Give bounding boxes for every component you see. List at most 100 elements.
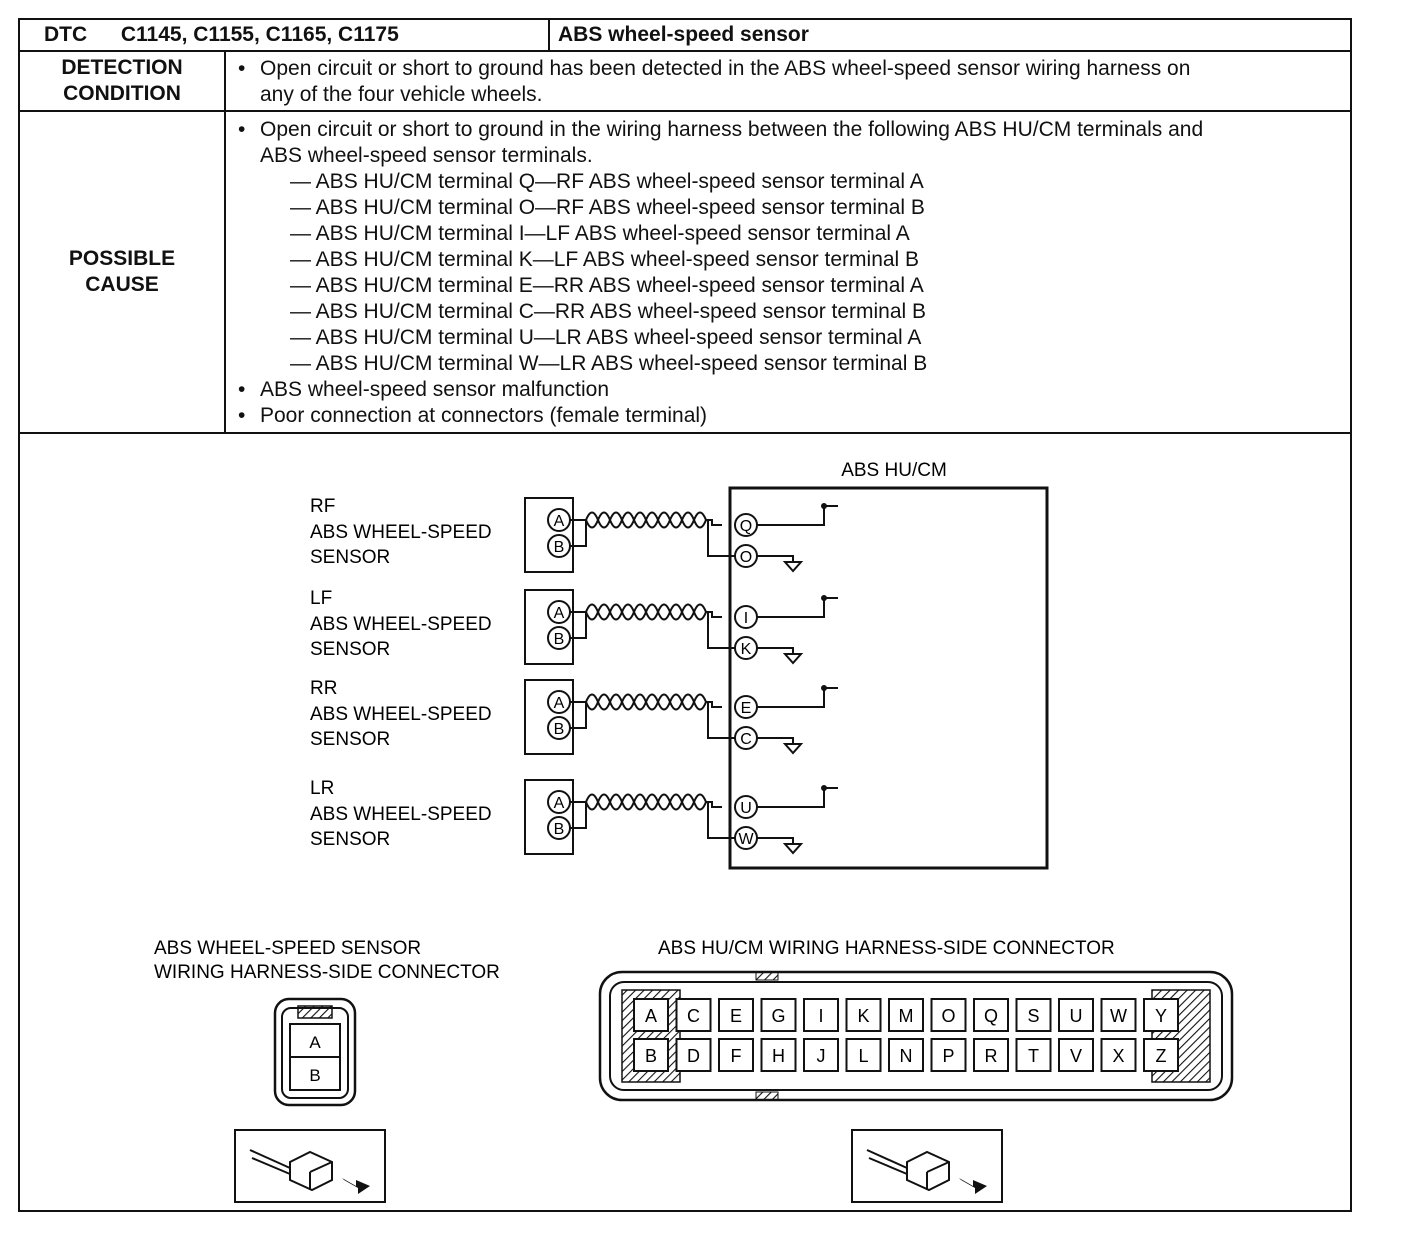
connector-pin-cell [1015,998,1052,1032]
connector-pin-label: G [771,1006,785,1026]
cause-item: — ABS HU/CM terminal O—RF ABS wheel-spee… [290,196,925,219]
sensor-pin-a-label: A [554,695,565,712]
module-terminal-b-label: K [741,641,752,658]
signal-line [757,787,838,808]
possible-cause-label-line2: CAUSE [85,273,159,296]
sensor-box [524,497,574,573]
cause-item: — ABS HU/CM terminal U—LR ABS wheel-spee… [290,326,922,349]
junction-dot [821,595,827,601]
sensor-pos-label: RR [310,678,337,699]
sensor-connector-title-line1: ABS WHEEL-SPEED SENSOR [154,938,421,959]
module-terminal-b-label: O [740,549,752,566]
header-row: DTC C1145, C1155, C1165, C1175 ABS wheel… [20,20,1350,52]
connector-pin-label: I [818,1006,823,1026]
sensor-group-lr: LR ABS WHEEL-SPEED SENSOR A B U W [310,778,838,855]
twisted-pair-wire [570,693,738,739]
detection-text-line1: Open circuit or short to ground has been… [260,57,1191,80]
detection-label-line2: CONDITION [63,82,181,105]
module-terminal-a-label: I [744,610,748,627]
dtc-label: DTC [44,23,88,46]
ground-icon [757,555,804,573]
connector-pin-label: Z [1156,1046,1167,1066]
connector-pin-cell [1100,1038,1137,1072]
cause-item: — ABS HU/CM terminal I—LF ABS wheel-spee… [290,222,910,245]
twisted-pair-wire [570,603,738,649]
sensor-name-line: ABS WHEEL-SPEED [310,704,492,725]
sensor-pin-a-label: A [554,605,565,622]
connector-pin-cell [930,998,967,1032]
module-terminal-a-label: U [740,800,752,817]
sensor-box [524,679,574,755]
connector-pin-label: J [817,1046,826,1066]
ground-icon [757,737,804,755]
connector-pin-cell [888,1038,924,1072]
connector-pin-label: T [1028,1046,1039,1066]
connector-pin-label: U [1070,1006,1083,1026]
cause-bullet-3: Poor connection at connectors (female te… [226,403,1342,429]
abs-hucm-module [728,486,1049,870]
cause-intro-line1: Open circuit or short to ground in the w… [260,118,1204,141]
possible-cause-text: Open circuit or short to ground in the w… [226,112,1350,432]
sensor-pin-b-label: B [554,721,565,738]
sensor-pin-a-label: A [554,513,565,530]
connector-pin-cell [633,998,669,1032]
connector-pin-label: Q [984,1006,998,1026]
connector-pin-cell [718,998,754,1032]
twisted-pair-wire [570,793,738,839]
sensor-name-line: SENSOR [310,639,390,660]
harness-connector-view-icon [234,1129,386,1203]
connector-pin-cell [675,1038,712,1072]
sensor-connector-title-line2: WIRING HARNESS-SIDE CONNECTOR [154,962,500,983]
cause-item: — ABS HU/CM terminal Q—RF ABS wheel-spee… [290,170,924,193]
connector-pin-cell [888,998,924,1032]
cause-item: — ABS HU/CM terminal K—LF ABS wheel-spee… [290,248,920,271]
connector-pin-label: R [985,1046,998,1066]
detection-label-line1: DETECTION [61,56,183,79]
possible-cause-row: POSSIBLE CAUSE Open circuit or short to … [20,112,1350,434]
connector-pin-label: E [730,1006,742,1026]
connector-pin-cell [633,1038,669,1072]
connector-pin-cell [845,998,882,1032]
signal-line [757,597,838,618]
connector-pin-label: H [772,1046,785,1066]
junction-dot [821,785,827,791]
sensor-connector-face: A B [273,997,357,1107]
connector-pin-cell [973,1038,1009,1072]
sensor-box [524,589,574,665]
hucm-connector-view-icon [851,1129,1003,1203]
connector-pin-label: N [900,1046,913,1066]
sensor-name-line: ABS WHEEL-SPEED [310,522,492,543]
detection-bullet: Open circuit or short to ground has been… [226,56,1342,108]
module-label: ABS HU/CM [841,460,947,481]
sensor-pos-label: LR [310,778,334,799]
connector-pin-label: P [942,1046,954,1066]
connector-pin-cell [1058,998,1094,1032]
connector-pin-cell [1100,998,1137,1032]
connector-pin-cell [1015,1038,1052,1072]
connector-pin-cell [760,998,797,1032]
connector-pin-cell [930,1038,967,1072]
sensor-pin-b-label: B [554,631,565,648]
hucm-connector-title: ABS HU/CM WIRING HARNESS-SIDE CONNECTOR [658,938,1115,959]
sensor-pos-label: RF [310,496,335,517]
sensor-pin-a-label: A [554,795,565,812]
sensor-group-lf: LF ABS WHEEL-SPEED SENSOR A B I K [310,588,838,665]
sensor-connector-pin-b: B [309,1066,320,1085]
sensor-pos-label: LF [310,588,332,609]
connector-pin-label: O [941,1006,955,1026]
sensor-connector-pin-a: A [309,1033,321,1052]
signal-line [757,687,838,708]
wiring-diagram: ABS HU/CM RF ABS WHEEL-SPEED SENSOR A B … [154,460,1234,1203]
connector-pin-cell [803,998,839,1032]
cause-item: — ABS HU/CM terminal E—RR ABS wheel-spee… [290,274,924,297]
connector-pin-label: F [731,1046,742,1066]
connector-pin-label: C [687,1006,700,1026]
connector-pin-label: S [1027,1006,1039,1026]
connector-pin-cell [973,998,1009,1032]
module-terminal-a-label: Q [740,518,752,535]
dtc-codes: C1145, C1155, C1165, C1175 [120,23,399,46]
twisted-pair-wire [570,511,738,557]
sensor-name-line: SENSOR [310,729,390,750]
signal-line [757,505,838,526]
dtc-sheet: DTC C1145, C1155, C1165, C1175 ABS wheel… [18,18,1352,1212]
